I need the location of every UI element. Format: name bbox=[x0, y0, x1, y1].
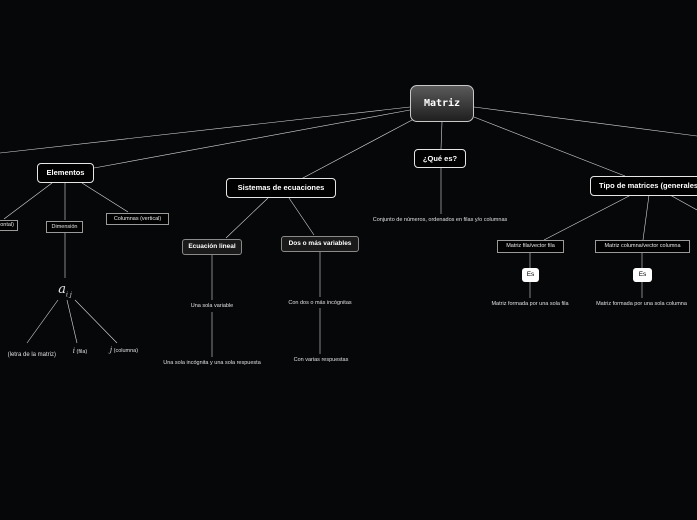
fila-symbol: i bbox=[72, 347, 75, 355]
columna-label: (columna) bbox=[113, 348, 139, 354]
link-symbol-columna bbox=[74, 299, 118, 344]
symbol-subscript: i j bbox=[66, 291, 72, 299]
node-es-columna[interactable]: Es bbox=[633, 268, 652, 282]
node-es-fila[interactable]: Es bbox=[522, 268, 539, 282]
node-con-varias-respuestas[interactable]: Con varias respuestas bbox=[293, 357, 349, 363]
symbol-letter: a bbox=[58, 282, 67, 297]
node-elementos[interactable]: Elementos bbox=[37, 163, 94, 183]
link-root-offscreen-right bbox=[473, 106, 697, 137]
node-dimension[interactable]: Dimensión bbox=[46, 221, 83, 233]
node-con-dos-incognitas[interactable]: Con dos o más incógnitas bbox=[288, 300, 352, 306]
node-filas-horizontal[interactable]: (horizontal) bbox=[0, 220, 18, 231]
node-una-sola-variable[interactable]: Una sola variable bbox=[190, 303, 234, 309]
link-elementos-columnas bbox=[81, 182, 129, 213]
link-sistemas-dos bbox=[288, 197, 315, 236]
node-matriz-fila[interactable]: Matriz fila/vector fila bbox=[497, 240, 564, 253]
link-tipos-fila bbox=[543, 194, 632, 241]
link-root-tipos bbox=[473, 116, 626, 177]
node-fila-definicion[interactable]: Matriz formada por una sola fila bbox=[491, 301, 569, 307]
link-symbol-fila bbox=[66, 299, 78, 344]
node-matriz-columna[interactable]: Matriz columna/vector columna bbox=[595, 240, 690, 253]
node-columna-j[interactable]: j (columna) bbox=[104, 345, 144, 355]
link-root-que-es bbox=[440, 121, 443, 150]
link-root-offscreen-left bbox=[0, 106, 411, 154]
node-que-es-definicion[interactable]: Conjunto de números, ordenados en filas … bbox=[372, 217, 508, 223]
node-fila-i[interactable]: i (fila) bbox=[66, 346, 94, 356]
node-columnas-vertical[interactable]: Columnas (vertical) bbox=[106, 213, 169, 225]
node-columna-definicion[interactable]: Matriz formada por una sola columna bbox=[596, 301, 687, 307]
node-sistemas-ecuaciones[interactable]: Sistemas de ecuaciones bbox=[226, 178, 336, 198]
link-root-elementos bbox=[93, 109, 411, 169]
columna-symbol: j bbox=[109, 346, 113, 354]
node-una-sola-respuesta[interactable]: Una sola incógnita y una sola respuesta bbox=[163, 360, 261, 366]
link-tipos-columna bbox=[642, 194, 650, 241]
link-sistemas-lineal bbox=[225, 197, 269, 239]
node-dos-o-mas-variables[interactable]: Dos o más variables bbox=[281, 236, 359, 252]
link-symbol-letra bbox=[26, 299, 59, 344]
node-ecuacion-lineal[interactable]: Ecuación lineal bbox=[182, 239, 242, 255]
node-matrix-element-symbol[interactable]: ai j bbox=[50, 281, 80, 299]
fila-label: (fila) bbox=[76, 349, 88, 355]
link-root-sistemas bbox=[300, 118, 415, 180]
node-que-es[interactable]: ¿Qué es? bbox=[414, 149, 466, 168]
node-tipo-matrices[interactable]: Tipo de matrices (generales) bbox=[590, 176, 697, 196]
root-node-matriz[interactable]: Matriz bbox=[410, 85, 474, 122]
link-tipos-offscreen-right bbox=[669, 194, 697, 211]
link-elementos-filas bbox=[3, 182, 53, 220]
node-letra-matriz[interactable]: (letra de la matriz) bbox=[7, 352, 56, 358]
